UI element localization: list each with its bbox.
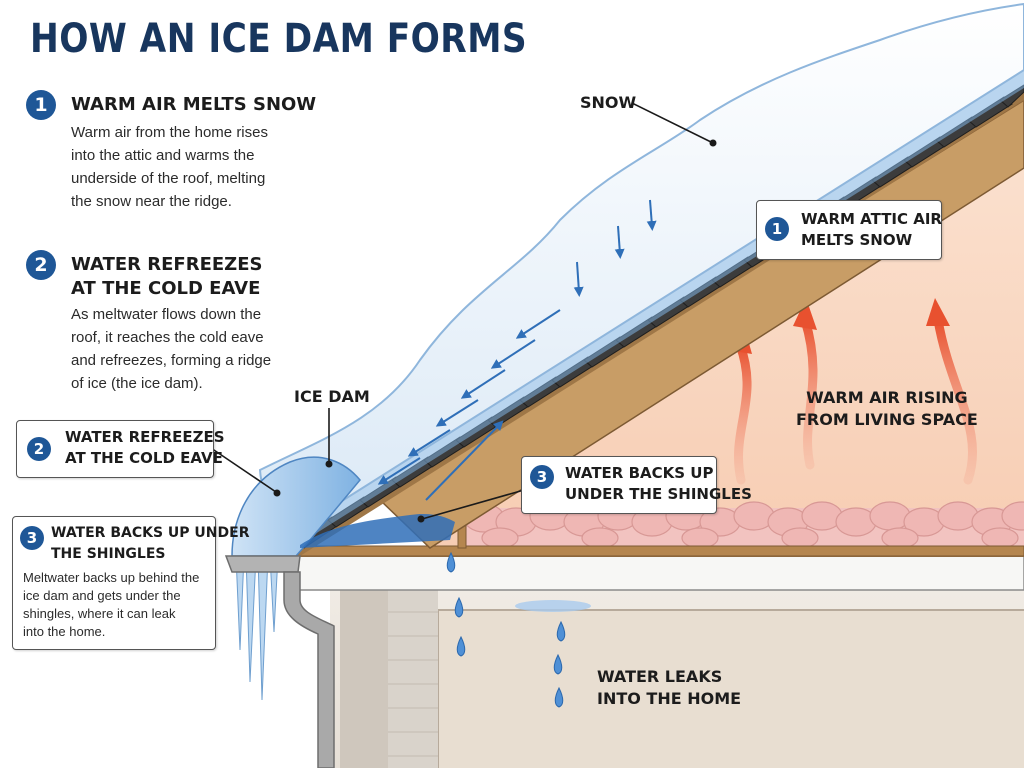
refreeze-leader-dot: [273, 489, 281, 497]
callout-attic-number-badge: 1: [765, 217, 789, 241]
page-title: HOW AN ICE DAM FORMS: [30, 16, 528, 62]
insulation: [463, 501, 1024, 549]
callout-backup-left-body-line: Meltwater backs up behind the: [23, 570, 200, 585]
callout-attic-heading-line: MELTS SNOW: [801, 231, 913, 249]
callout-backup-left-heading-line: THE SHINGLES: [51, 546, 166, 562]
callout-backup-center-heading-line: WATER BACKS UP: [565, 464, 714, 482]
callout-backup-left-body-line: shingles, where it can leak: [23, 606, 176, 621]
ice-dam-label: ICE DAM: [294, 387, 370, 406]
callout-backup-center-heading-line: UNDER THE SHINGLES: [565, 485, 752, 503]
snow-leader-dot: [709, 139, 717, 147]
callout-backup-left-heading: WATER BACKS UP UNDER THE SHINGLES: [51, 523, 249, 565]
step-1-heading: WARM AIR MELTS SNOW: [71, 93, 316, 117]
step-1-body: Warm air from the home rises into the at…: [71, 121, 268, 213]
step-1-body-line: into the attic and warms the: [71, 147, 255, 164]
step-2-body: As meltwater flows down the roof, it rea…: [71, 303, 271, 395]
gutter: [224, 555, 335, 768]
leak-label-line: INTO THE HOME: [597, 689, 742, 708]
callout-backup-center-number-badge: 3: [530, 465, 554, 489]
step-2-body-line: of ice (the ice dam).: [71, 375, 203, 392]
leak-label: WATER LEAKS INTO THE HOME: [597, 666, 741, 710]
callout-backup-left-body-line: ice dam and gets under the: [23, 588, 181, 603]
ceiling-water-stain: [515, 600, 591, 612]
warm-air-label: WARM AIR RISING FROM LIVING SPACE: [796, 387, 978, 431]
callout-backup-left-number-badge: 3: [20, 526, 44, 550]
callout-backup-left-body-line: into the home.: [23, 624, 106, 639]
step-2-heading-line: AT THE COLD EAVE: [71, 278, 261, 299]
leak-label-line: WATER LEAKS: [597, 667, 723, 686]
icicles: [235, 555, 279, 701]
callout-refreeze-heading-line: WATER REFREEZES: [65, 428, 225, 446]
step-2-body-line: and refreezes, forming a ridge: [71, 352, 272, 369]
step-1-number-badge: 1: [26, 90, 56, 120]
step-1-body-line: underside of the roof, melting: [71, 170, 266, 187]
water-drops: [446, 551, 566, 708]
meltwater-layer: [296, 70, 1024, 546]
ceiling-joist: [299, 545, 1024, 557]
callout-backup-center: 3 WATER BACKS UP UNDER THE SHINGLES: [521, 456, 752, 514]
step-2-heading-line: WATER REFREEZES: [71, 254, 263, 275]
step-2-number-badge: 2: [26, 250, 56, 280]
callout-refreeze-heading-line: AT THE COLD EAVE: [65, 449, 223, 467]
callout-refreeze: 2 WATER REFREEZES AT THE COLD EAVE: [16, 420, 225, 478]
snow-label: SNOW: [580, 93, 637, 112]
callout-refreeze-heading: WATER REFREEZES AT THE COLD EAVE: [65, 427, 225, 469]
ice-dam: [231, 456, 455, 557]
callout-attic-heading-line: WARM ATTIC AIR: [801, 210, 942, 228]
callout-refreeze-number-badge: 2: [27, 437, 51, 461]
callout-backup-left-heading-line: WATER BACKS UP UNDER: [51, 525, 250, 541]
step-1-body-line: the snow near the ridge.: [71, 193, 232, 210]
step-1-body-line: Warm air from the home rises: [71, 124, 268, 141]
interior-room: [330, 590, 1024, 768]
step-1-heading-line: WARM AIR MELTS SNOW: [71, 94, 317, 115]
callout-attic-air: 1 WARM ATTIC AIR MELTS SNOW: [756, 200, 942, 260]
leader-lines: [204, 102, 714, 520]
callout-backup-left-body: Meltwater backs up behind the ice dam an…: [23, 569, 199, 641]
step-2-body-line: roof, it reaches the cold eave: [71, 329, 264, 346]
callout-backup-left: 3 WATER BACKS UP UNDER THE SHINGLES Melt…: [12, 516, 249, 650]
step-2-heading: WATER REFREEZES AT THE COLD EAVE: [71, 253, 263, 301]
backup-leader-dot: [417, 515, 425, 523]
flow-arrows: [377, 199, 657, 501]
step-2-body-line: As meltwater flows down the: [71, 306, 262, 323]
warm-air-label-line: WARM AIR RISING: [806, 388, 968, 407]
callout-backup-center-heading: WATER BACKS UP UNDER THE SHINGLES: [565, 463, 752, 505]
warm-air-arrows: [734, 315, 978, 485]
ice-dam-leader-dot: [325, 460, 333, 468]
warm-air-label-line: FROM LIVING SPACE: [796, 410, 978, 429]
callout-attic-heading: WARM ATTIC AIR MELTS SNOW: [801, 209, 942, 251]
